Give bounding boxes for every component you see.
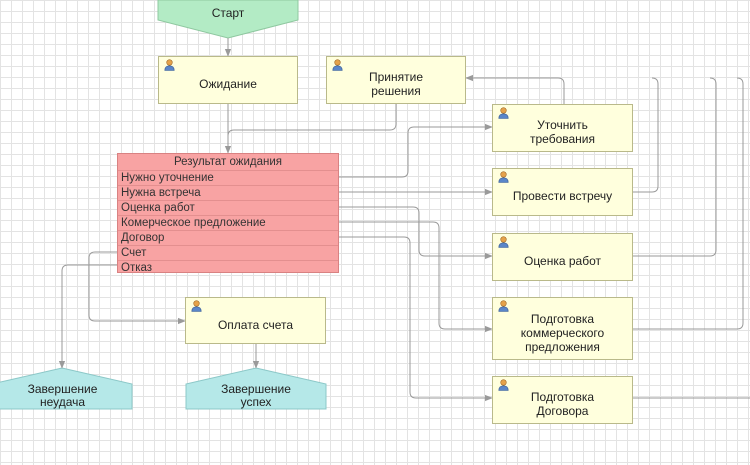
end-fail-label: Завершение неудача [27, 381, 98, 409]
task-label: Принятие решения [369, 70, 423, 98]
user-icon [498, 300, 509, 312]
user-icon [191, 300, 202, 312]
task-commercial-offer[interactable]: Подготовка коммерческого предложения [492, 297, 633, 360]
start-event[interactable]: Старт [158, 0, 298, 26]
user-icon [164, 59, 175, 71]
user-icon [332, 59, 343, 71]
decision-option-commercial-offer[interactable]: Комерческое предложение [118, 215, 338, 230]
decision-waiting-result[interactable]: Результат ожидания Нужно уточнение Нужна… [117, 153, 339, 275]
decision-option-clarification[interactable]: Нужно уточнение [118, 170, 338, 185]
task-contract[interactable]: Подготовка Договора [492, 376, 633, 424]
task-work-estimate[interactable]: Оценка работ [492, 233, 633, 281]
task-waiting[interactable]: Ожидание [158, 56, 298, 104]
task-label: Подготовка Договора [530, 390, 595, 418]
task-clarify-requirements[interactable]: Уточнить требования [492, 104, 633, 152]
user-icon [498, 171, 509, 183]
end-event-fail[interactable]: Завершение неудача [0, 382, 125, 409]
task-label: Уточнить требования [530, 118, 595, 146]
task-label: Подготовка коммерческого предложения [520, 311, 605, 354]
task-label: Провести встречу [512, 189, 613, 203]
user-icon [498, 379, 509, 391]
end-event-success[interactable]: Завершение успех [186, 382, 326, 409]
end-success-label: Завершение успех [221, 381, 291, 409]
task-label: Оценка работ [523, 254, 602, 268]
start-label: Старт [211, 5, 245, 20]
end-fail-shape[interactable] [0, 367, 133, 410]
start-event-shape[interactable] [157, 0, 299, 39]
task-label: Оплата счета [217, 317, 294, 332]
decision-option-estimate[interactable]: Оценка работ [118, 200, 338, 215]
decision-option-invoice[interactable]: Счет [118, 245, 338, 260]
task-decision-making[interactable]: Принятие решения [326, 56, 466, 104]
user-icon [498, 107, 509, 119]
decision-title: Результат ожидания [174, 156, 282, 168]
task-label: Ожидание [199, 77, 257, 91]
end-success-shape[interactable] [185, 367, 327, 410]
task-hold-meeting[interactable]: Провести встречу [492, 168, 633, 216]
decision-option-refusal[interactable]: Отказ [118, 260, 338, 275]
decision-option-meeting[interactable]: Нужна встреча [118, 185, 338, 200]
user-icon [498, 236, 509, 248]
task-invoice-payment[interactable]: Оплата счета [185, 297, 326, 344]
decision-option-contract[interactable]: Договор [118, 230, 338, 245]
